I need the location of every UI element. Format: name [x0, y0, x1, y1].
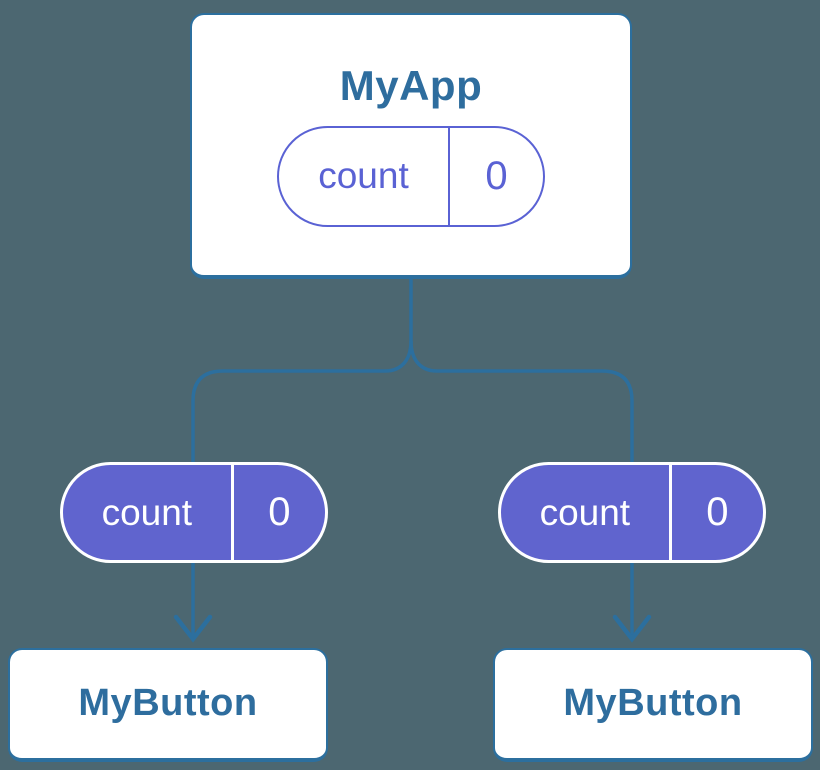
mybutton-node-left: MyButton: [8, 648, 328, 762]
mybutton-node-right: MyButton: [493, 648, 813, 762]
myapp-node-title: MyApp: [339, 62, 483, 110]
right-prop-pill: count 0: [498, 462, 766, 563]
mybutton-node-title: MyButton: [78, 682, 258, 725]
left-prop-pill: count 0: [60, 462, 328, 563]
prop-pill-label: count: [63, 465, 234, 560]
right-branch-line: [409, 340, 634, 636]
arrow-down-icon: [173, 614, 213, 643]
state-pill-label: count: [279, 127, 450, 225]
myapp-node: MyApp count 0: [190, 13, 632, 279]
mybutton-node-title: MyButton: [563, 682, 743, 725]
prop-pill-label: count: [501, 465, 672, 560]
prop-pill-value: 0: [706, 490, 729, 534]
left-branch-line: [191, 340, 413, 636]
prop-pill-value: 0: [268, 490, 291, 534]
arrow-down-icon: [612, 614, 652, 643]
state-pill-value: 0: [485, 153, 508, 198]
myapp-state-pill: count 0: [277, 125, 545, 227]
